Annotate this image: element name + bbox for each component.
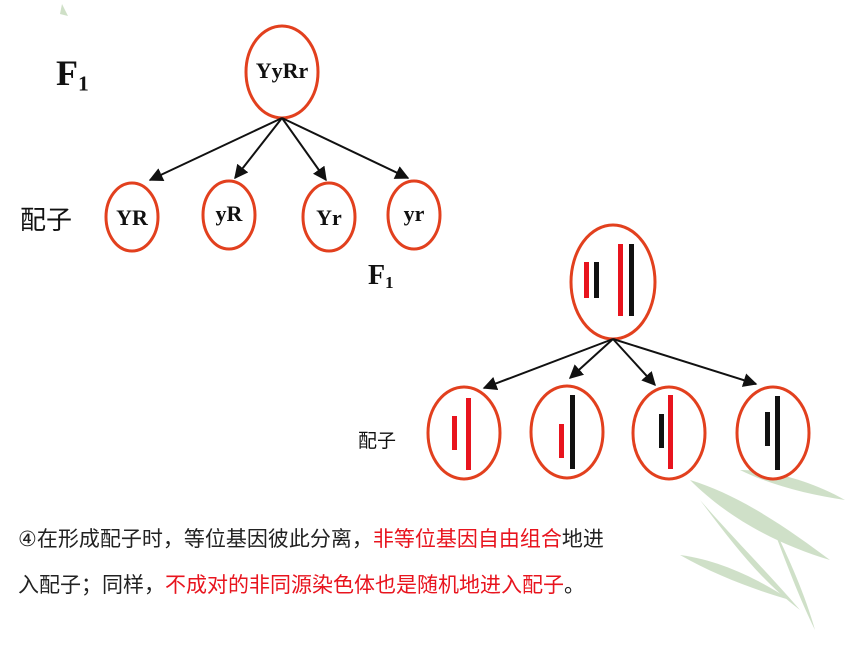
- cell-arrow-2: [568, 338, 614, 379]
- gamete-cell-3: [631, 385, 707, 481]
- gamete-ellipse-YR: [104, 181, 160, 253]
- explanation-caption: ④在形成配子时，等位基因彼此分离，非等位基因自由组合地进 入配子；同样，不成对的…: [18, 516, 848, 608]
- chromosome-short-red: [584, 262, 589, 298]
- caption-text: ④在形成配子时，等位基因彼此分离，: [18, 527, 373, 551]
- bamboo-leaves-decoration: [680, 470, 845, 630]
- gamete-cell-4: [735, 385, 811, 481]
- gamete-ellipse-yR: [201, 179, 257, 251]
- gamete-text-YR: YR: [116, 205, 149, 230]
- generation-letter: F: [56, 53, 78, 93]
- arrow-to-YR: [148, 117, 283, 181]
- chromosome-arrows: [482, 338, 758, 391]
- chromosome-short-red: [452, 416, 457, 450]
- arrow-to-Yr: [281, 117, 327, 182]
- generation-subscript: 1: [385, 273, 394, 293]
- gamete-text-yR: yR: [216, 201, 244, 226]
- chromosome-long-red: [668, 395, 673, 469]
- chromosome-long-black: [775, 396, 780, 470]
- cell-arrow-4: [612, 338, 758, 387]
- chromosome-long-black: [570, 395, 575, 469]
- chromosome-long-black: [629, 244, 634, 316]
- f1-label-top: F1: [56, 52, 89, 96]
- gamete-cell-2: [529, 384, 605, 480]
- genotype-arrows: [148, 117, 410, 182]
- chromosome-long-red: [618, 244, 623, 316]
- gamete-ellipse-yr: [386, 179, 442, 251]
- corner-leaf-mark: [60, 4, 68, 16]
- gamete-ellipse-Yr: [301, 181, 357, 253]
- gamete-text-yr: yr: [404, 201, 425, 226]
- caption-highlight: 非等位基因自由组合: [372, 527, 562, 551]
- gamete-row-label-chromosome: 配子: [358, 430, 397, 452]
- gamete-row-label-top: 配子: [20, 206, 73, 236]
- chromosome-short-black: [594, 262, 599, 298]
- chromosome-short-black: [659, 414, 664, 448]
- caption-text: 地进: [561, 527, 604, 551]
- generation-subscript: 1: [78, 71, 89, 96]
- parent-cell-ellipse: [569, 223, 657, 341]
- arrow-to-yr: [281, 117, 410, 179]
- cell-arrow-3: [612, 338, 656, 387]
- caption-line-2: 入配子；同样，不成对的非同源染色体也是随机地进入配子。: [18, 562, 848, 608]
- chromosome-short-black: [765, 412, 770, 446]
- parent-genotype-text: YyRr: [256, 58, 309, 83]
- parent-cell-chromosomes: [584, 244, 634, 316]
- cell-arrow-1: [482, 338, 614, 391]
- chromosome-long-red: [466, 398, 471, 470]
- caption-text: 。: [564, 573, 585, 597]
- arrow-to-yR: [234, 117, 283, 180]
- generation-letter: F: [368, 260, 386, 291]
- caption-highlight: 不成对的非同源染色体也是随机地进入配子: [165, 573, 564, 597]
- caption-line-1: ④在形成配子时，等位基因彼此分离，非等位基因自由组合地进: [18, 516, 848, 562]
- gamete-cell-1: [426, 385, 502, 481]
- gamete-text-Yr: Yr: [316, 205, 342, 230]
- f1-label-chromosome: F1: [368, 260, 394, 293]
- chromosome-short-red: [559, 424, 564, 458]
- caption-text: 入配子；同样，: [18, 573, 165, 597]
